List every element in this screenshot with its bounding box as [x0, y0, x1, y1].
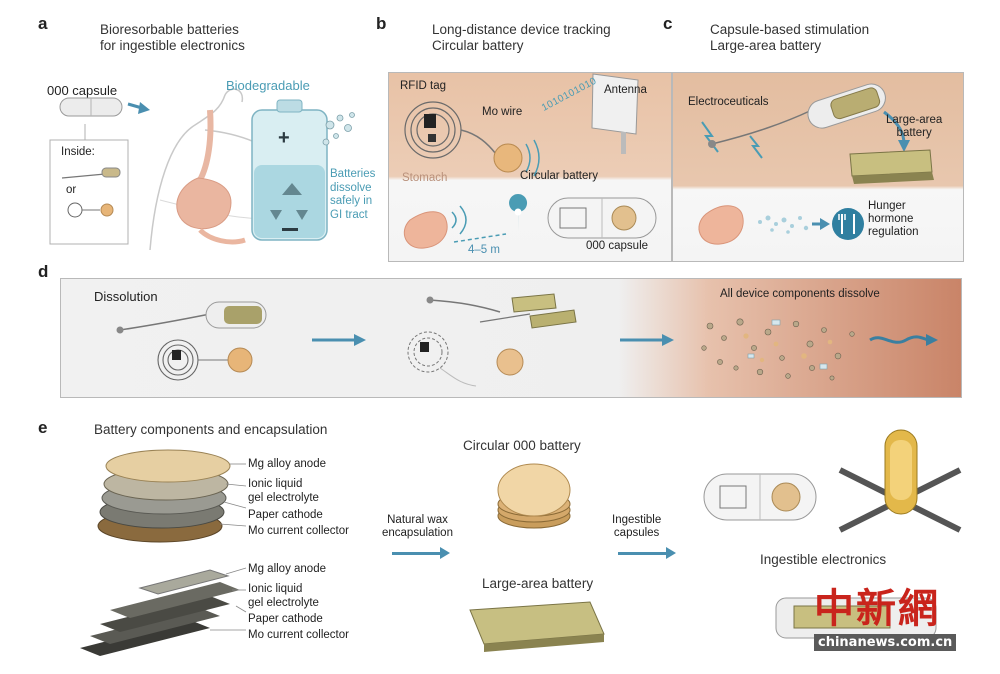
panel-b-title-line1: Long-distance device tracking — [432, 22, 611, 37]
panel-a-dissolve-line3: safely in — [330, 195, 373, 207]
panel-c-title: Capsule-based stimulation Large-area bat… — [710, 22, 869, 54]
panel-a-title: Bioresorbable batteries for ingestible e… — [100, 22, 245, 54]
panel-e-letter: e — [38, 418, 48, 437]
panel-c-title-line2: Large-area battery — [710, 38, 822, 53]
panel-e-top-layer-2: Ionic liquid — [248, 478, 303, 490]
panel-c-hunger-line3: regulation — [868, 226, 919, 238]
panel-b-title: Long-distance device tracking Circular b… — [432, 22, 611, 54]
panel-a-dissolve-line1: Batteries — [330, 168, 376, 180]
panel-a-capsule-label: 000 capsule — [47, 83, 118, 98]
panel-c-title-line1: Capsule-based stimulation — [710, 22, 870, 37]
panel-c-large-area-label: Large-area battery — [886, 114, 942, 140]
panel-c-large-area-line1: Large-area — [886, 114, 943, 126]
panel-a-title-line2: for ingestible electronics — [100, 38, 245, 53]
panel-e-ingestible-electronics-label: Ingestible electronics — [760, 552, 887, 567]
panel-e-title: Battery components and encapsulation — [94, 422, 328, 437]
panel-c-hunger-line1: Hunger — [868, 200, 906, 212]
panel-e-ingestible-caps-line2: capsules — [613, 527, 660, 539]
panel-a-biodegradable-label: Biodegradable — [226, 78, 310, 93]
panel-e-large-area-battery-image — [469, 601, 605, 652]
panel-a-or-label: or — [66, 184, 77, 196]
panel-e-bottom-layer-4: Paper cathode — [248, 613, 323, 625]
panel-b-letter: b — [376, 14, 387, 33]
panel-e-bottom-layer-5: Mo current collector — [248, 629, 349, 641]
panel-d-letter: d — [38, 262, 49, 281]
panel-b-antenna-label: Antenna — [604, 84, 647, 96]
panel-e-ingestible-devices-image — [703, 429, 962, 533]
panel-a-inside-label: Inside: — [61, 146, 95, 158]
panel-e-bottom-layer-3: gel electrolyte — [248, 597, 319, 609]
panel-e-bottom-layer-1: Mg alloy anode — [248, 563, 326, 575]
panel-d-box — [60, 278, 962, 398]
panel-b-title-line2: Circular battery — [432, 38, 524, 53]
panel-e-circular-battery-image — [497, 463, 571, 529]
panel-e-circular-label: Circular 000 battery — [463, 438, 581, 453]
panel-c-hunger-label: Hunger hormone regulation — [868, 200, 919, 239]
panel-d-all-dissolve-label: All device components dissolve — [720, 288, 880, 300]
panel-e-bottom-layer-2: Ionic liquid — [248, 583, 303, 595]
panel-b-stomach-label: Stomach — [402, 172, 448, 184]
panel-d-illustration — [116, 293, 938, 387]
panel-e-arrow-wax — [392, 547, 450, 559]
panel-b-rfid-label: RFID tag — [400, 80, 447, 92]
panel-e-stacks-illustration — [80, 449, 247, 656]
panel-e-top-layer-4: Paper cathode — [248, 509, 323, 521]
panel-c-illustration — [698, 83, 934, 245]
panel-e-arrow-capsules — [618, 547, 676, 559]
watermark-chinese-logo: 中新網 — [814, 585, 940, 632]
panel-e-top-layer-1: Mg alloy anode — [248, 458, 326, 470]
panel-e-large-area-label: Large-area battery — [482, 576, 594, 591]
panel-b-capsule-label: 000 capsule — [586, 240, 649, 252]
watermark-url: chinanews.com.cn — [814, 634, 957, 651]
svg-text:+: + — [278, 127, 290, 149]
panel-e-wax-line2: encapsulation — [382, 527, 453, 539]
panel-e-top-layer-5: Mo current collector — [248, 525, 349, 537]
panel-a-letter: a — [38, 14, 48, 33]
panel-b-circular-battery-label: Circular battery — [520, 170, 598, 182]
panel-e-ingestible-capsules-label: Ingestible capsules — [612, 514, 661, 540]
panel-b-mo-wire-label: Mo wire — [482, 106, 523, 118]
panel-e-wax-label: Natural wax encapsulation — [382, 514, 453, 540]
panel-a-title-line1: Bioresorbable batteries — [100, 22, 239, 37]
panel-a-dissolve-line4: GI tract — [330, 208, 368, 221]
panel-a-illustration: + — [49, 88, 355, 251]
panel-c-electroceuticals-label: Electroceuticals — [688, 96, 769, 108]
panel-e-large-capsule-image — [775, 597, 937, 639]
panel-b-distance-label: 4–5 m — [468, 244, 500, 256]
panel-c-hunger-line2: hormone — [868, 213, 914, 225]
panel-c-large-area-line2: battery — [896, 127, 932, 139]
panel-d-dissolution-label: Dissolution — [94, 289, 158, 304]
panel-b-illustration — [403, 73, 657, 249]
panel-c-letter: c — [663, 14, 673, 33]
panel-a-dissolve-text: Batteries dissolve safely in GI tract — [330, 168, 375, 222]
panel-a-dissolve-line2: dissolve — [330, 181, 372, 194]
panel-e-wax-line1: Natural wax — [387, 514, 448, 526]
panel-e-top-layer-3: gel electrolyte — [248, 492, 319, 504]
panel-e-ingestible-caps-line1: Ingestible — [612, 514, 662, 526]
